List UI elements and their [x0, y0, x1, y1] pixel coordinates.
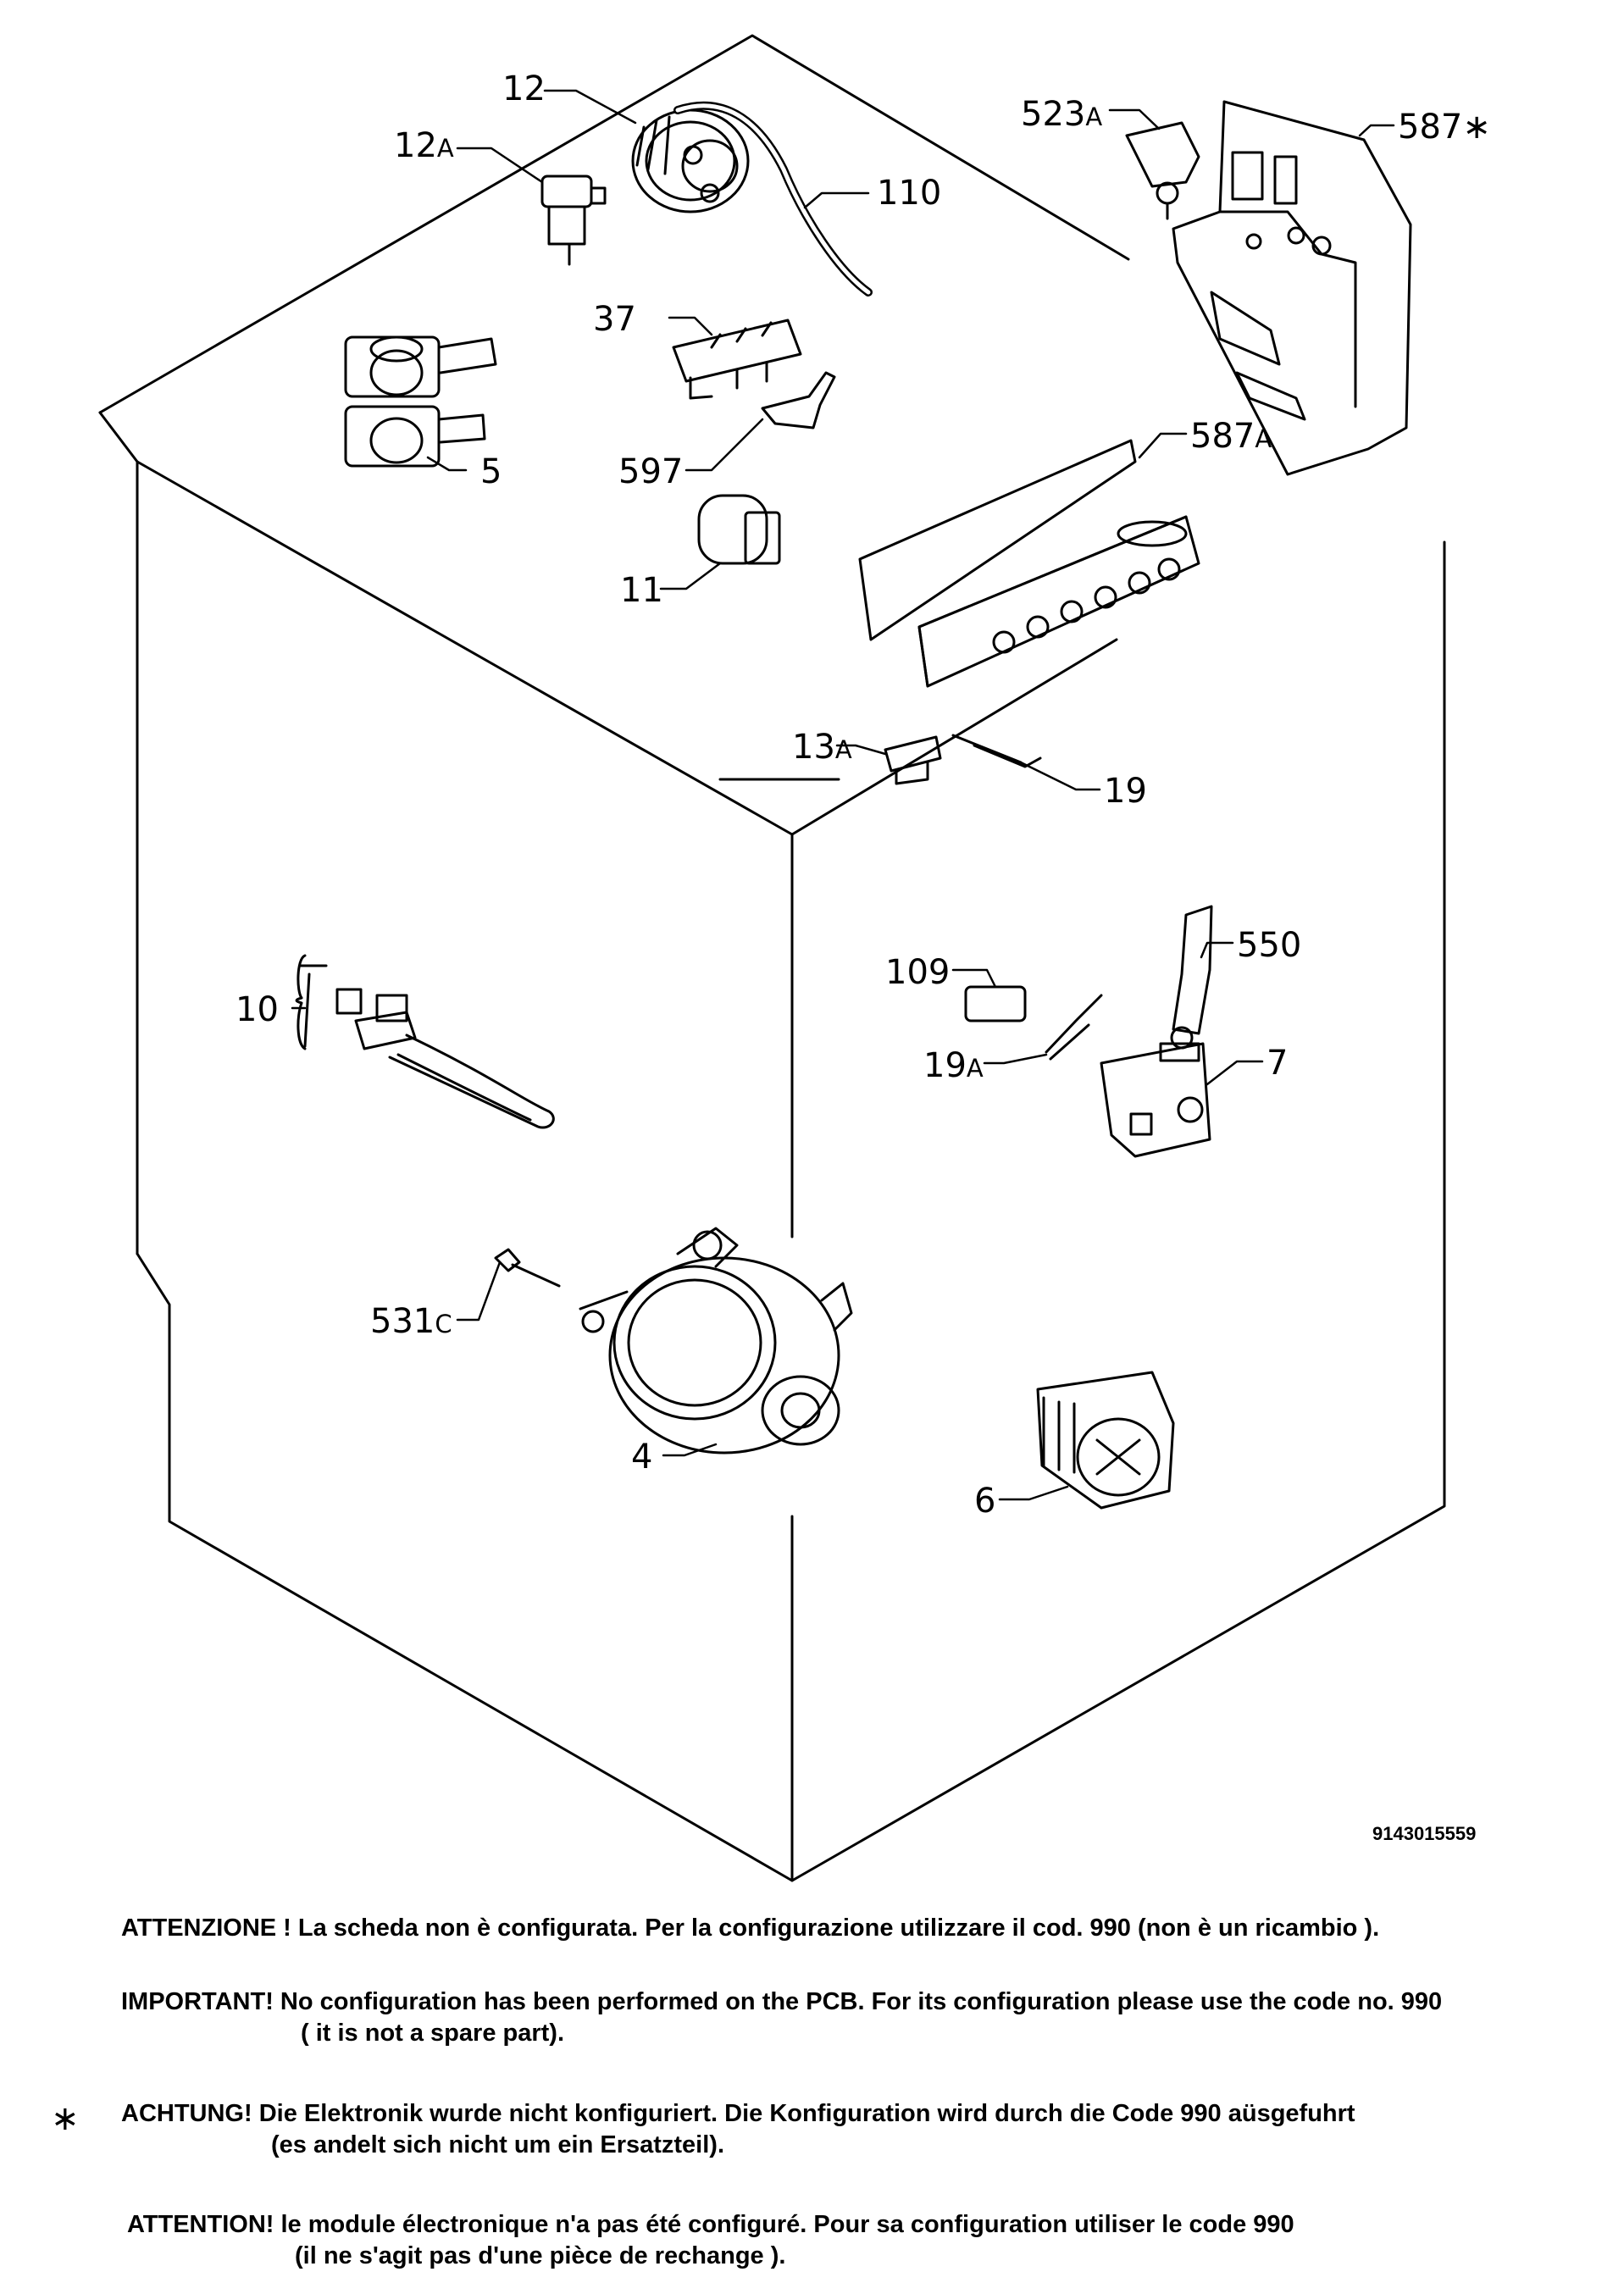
callout-13a: 13A: [792, 730, 852, 764]
part-4-motor: [579, 1227, 853, 1455]
notice-italian: ATTENZIONE ! La scheda non è configurata…: [121, 1914, 1380, 1942]
notice-french-line2: (il ne s'agit pas d'une pièce de rechang…: [295, 2242, 786, 2269]
notice-english-line1: IMPORTANT! No configuration has been per…: [121, 1988, 1443, 2015]
part-11-capacitor: [697, 494, 781, 565]
callout-531c-number: 531: [370, 1302, 435, 1341]
callout-587a-number: 587: [1190, 417, 1255, 456]
notice-english-line2: ( it is not a spare part).: [301, 2020, 564, 2047]
callout-37: 37: [593, 300, 636, 339]
notice-french-line1: ATTENTION! le module électronique n'a pa…: [127, 2211, 1294, 2238]
part-12a-pressure-sensor: [540, 175, 607, 266]
callout-13a-suffix: A: [834, 735, 852, 764]
callout-587a-suffix: A: [1255, 424, 1272, 453]
leader-lines: [291, 89, 1395, 1501]
callout-597: 597: [618, 452, 684, 491]
part-597-clip: [761, 371, 836, 429]
notice-german-line1: ACHTUNG! Die Elektronik wurde nicht konf…: [121, 2100, 1355, 2127]
callout-13a-number: 13: [792, 728, 835, 767]
callout-12a: 12A: [394, 129, 454, 163]
callout-10: 10: [236, 990, 279, 1029]
part-550-door-lever: [1170, 905, 1213, 1050]
document-id: 9143015559: [1372, 1823, 1477, 1844]
part-523a-lamp-holder: [1125, 121, 1200, 220]
part-531c-screw: [494, 1248, 561, 1288]
callout-531c: 531C: [370, 1305, 452, 1338]
callout-531c-suffix: C: [435, 1310, 452, 1338]
part-587-main-pcb: [1172, 100, 1412, 476]
callout-587a: 587A: [1190, 419, 1272, 453]
notice-german-line2: (es andelt sich nicht um ein Ersatzteil)…: [271, 2131, 725, 2158]
callout-12: 12: [502, 69, 546, 108]
part-13a-connector: [884, 735, 942, 785]
cabinet-outline: [98, 34, 1446, 1882]
part-6-pump: [1036, 1371, 1175, 1510]
exploded-parts-diagram: [98, 34, 1446, 1882]
part-109-switch-cover: [964, 985, 1027, 1022]
part-19a-thermistor: [1045, 994, 1103, 1061]
callout-5: 5: [480, 452, 502, 491]
callout-7: 7: [1266, 1044, 1289, 1083]
callout-19a-number: 19: [923, 1046, 967, 1085]
part-587a-interface-board: [858, 439, 1200, 688]
callout-523a-number: 523: [1021, 95, 1086, 134]
part-7-door-lock: [1100, 1042, 1211, 1158]
callout-550: 550: [1237, 926, 1302, 965]
callout-19a: 19A: [923, 1049, 984, 1083]
asterisk-marker: ∗: [51, 2099, 80, 2138]
callout-12a-number: 12: [394, 126, 437, 165]
part-37-terminal-block: [672, 319, 802, 400]
callout-4: 4: [631, 1438, 653, 1477]
callout-19: 19: [1104, 772, 1147, 811]
callout-110: 110: [877, 174, 942, 213]
callout-6: 6: [974, 1482, 996, 1521]
callout-12a-suffix: A: [436, 134, 454, 163]
callout-523a: 523A: [1021, 97, 1102, 131]
callout-587-star: 587∗: [1398, 108, 1491, 147]
callout-109: 109: [885, 953, 951, 992]
callout-523a-suffix: A: [1085, 103, 1103, 131]
part-5-water-valve: [344, 335, 497, 468]
part-12-pressure-switch: [631, 108, 750, 213]
callout-19a-suffix: A: [966, 1054, 984, 1083]
part-19-sensor-probe: [951, 734, 1042, 768]
part-10-heating-element: [295, 954, 555, 1129]
callout-11: 11: [620, 571, 663, 610]
